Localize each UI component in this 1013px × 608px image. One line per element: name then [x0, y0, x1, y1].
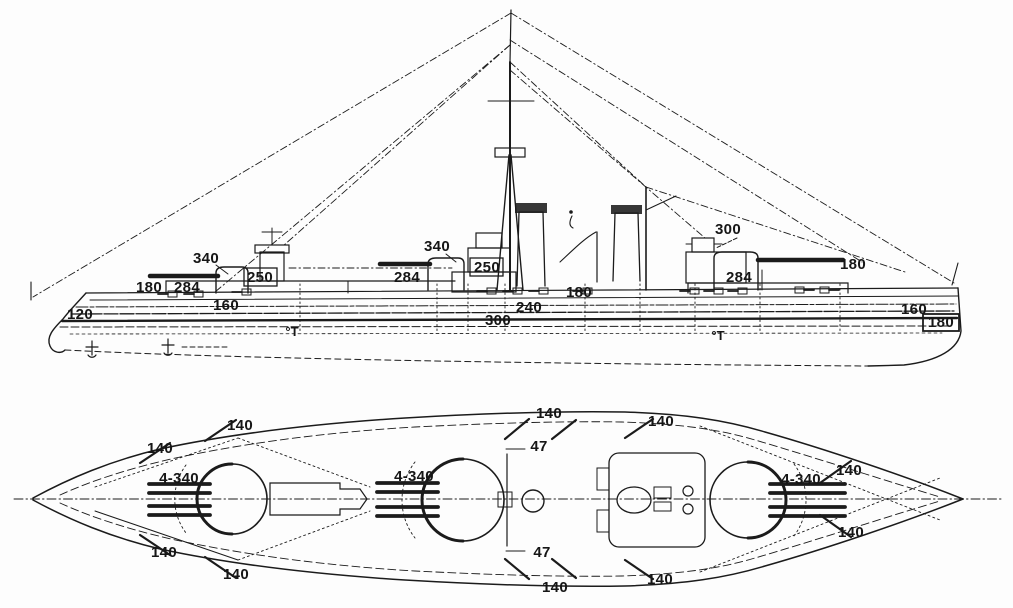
armor-thickness-label: 240	[516, 299, 542, 316]
armor-thickness-label: 180	[840, 256, 866, 273]
plan-inner-line-bottom	[59, 500, 941, 577]
stern-outline	[867, 287, 962, 367]
fore-turret-side	[147, 266, 249, 294]
amidships-mast-funnel	[497, 453, 545, 547]
tripod-foremast	[487, 9, 535, 291]
armor-thickness-label: 140	[151, 544, 177, 561]
armor-thickness-label: 47	[530, 438, 547, 455]
aft-turret-side	[713, 251, 846, 291]
plan-hull-outline-bottom	[32, 498, 964, 587]
boat-crane	[559, 210, 598, 283]
armor-thickness-label: 300	[485, 312, 511, 329]
mainmast	[645, 186, 677, 291]
armor-thickness-label: 340	[424, 238, 450, 255]
fore-turret-plan	[147, 462, 268, 536]
armor-thickness-label: 140	[227, 417, 253, 434]
armor-thickness-label: 140	[836, 462, 862, 479]
section-marks	[299, 283, 841, 333]
armor-thickness-label: 180	[566, 284, 592, 301]
aft-barbette-brackets	[713, 269, 763, 291]
keel-underside	[64, 349, 869, 367]
aft-shelter-deck	[687, 282, 849, 294]
aft-superstructure	[685, 237, 747, 284]
armor-thickness-label: 160	[213, 297, 239, 314]
plan-inner-line-top	[59, 421, 941, 498]
fore-deckhouse-plan	[269, 482, 368, 516]
boxed-label-frames	[243, 257, 960, 332]
armor-thickness-label: 140	[536, 405, 562, 422]
fore-funnel	[515, 203, 547, 287]
armor-thickness-label: 180	[136, 279, 162, 296]
casemate-ticks	[138, 417, 853, 581]
rigging-lines	[32, 12, 955, 298]
armor-thickness-label: 140	[647, 571, 673, 588]
torpedo-tube-mark: °T	[711, 328, 724, 343]
turret-gun-label: 4-340	[394, 468, 434, 485]
top-plan-view	[13, 411, 1003, 587]
armor-thickness-label: 120	[67, 306, 93, 323]
armor-thickness-label: 47	[533, 544, 550, 561]
fore-conning-tower	[254, 227, 290, 282]
armor-thickness-label: 140	[147, 440, 173, 457]
armor-thickness-label: 300	[715, 221, 741, 238]
armor-thickness-label: 250	[247, 269, 273, 286]
armor-thickness-label: 140	[648, 413, 674, 430]
plan-view-labels: 140 140 4-340 140 140 140 47 4-340 47 140 140 4-340…	[147, 405, 864, 596]
firing-arc-lines	[94, 425, 941, 573]
armor-thickness-label: 160	[901, 301, 927, 318]
casemate-guns	[157, 286, 840, 298]
side-elevation-view	[30, 9, 962, 367]
armor-thickness-label: 284	[394, 269, 420, 286]
anchor-symbols	[85, 338, 231, 358]
armor-thickness-label: 340	[193, 250, 219, 267]
bow-stem-outline	[48, 292, 87, 354]
armor-thickness-label: 284	[174, 279, 200, 296]
aft-superstructure-plan	[596, 452, 706, 548]
turret-gun-label: 4-340	[159, 470, 199, 487]
armor-thickness-label: 140	[223, 566, 249, 583]
stern-flagstaff	[951, 262, 959, 286]
armor-thickness-label: 140	[542, 579, 568, 596]
turret-gun-label: 4-340	[781, 471, 821, 488]
armor-thickness-label: 140	[838, 524, 864, 541]
aft-turret-plan	[709, 460, 847, 540]
armor-thickness-label: 180	[928, 314, 954, 331]
aft-funnel	[611, 205, 642, 282]
label-leaders	[215, 237, 738, 275]
superfiring-turret-side	[377, 257, 465, 291]
torpedo-tube-mark: °T	[285, 324, 298, 339]
armor-thickness-label: 250	[474, 259, 500, 276]
armor-thickness-label: 284	[726, 269, 752, 286]
fore-shelter-deck	[165, 280, 456, 294]
superfiring-turret-plan	[375, 457, 505, 543]
leader-lines-47	[505, 448, 526, 552]
